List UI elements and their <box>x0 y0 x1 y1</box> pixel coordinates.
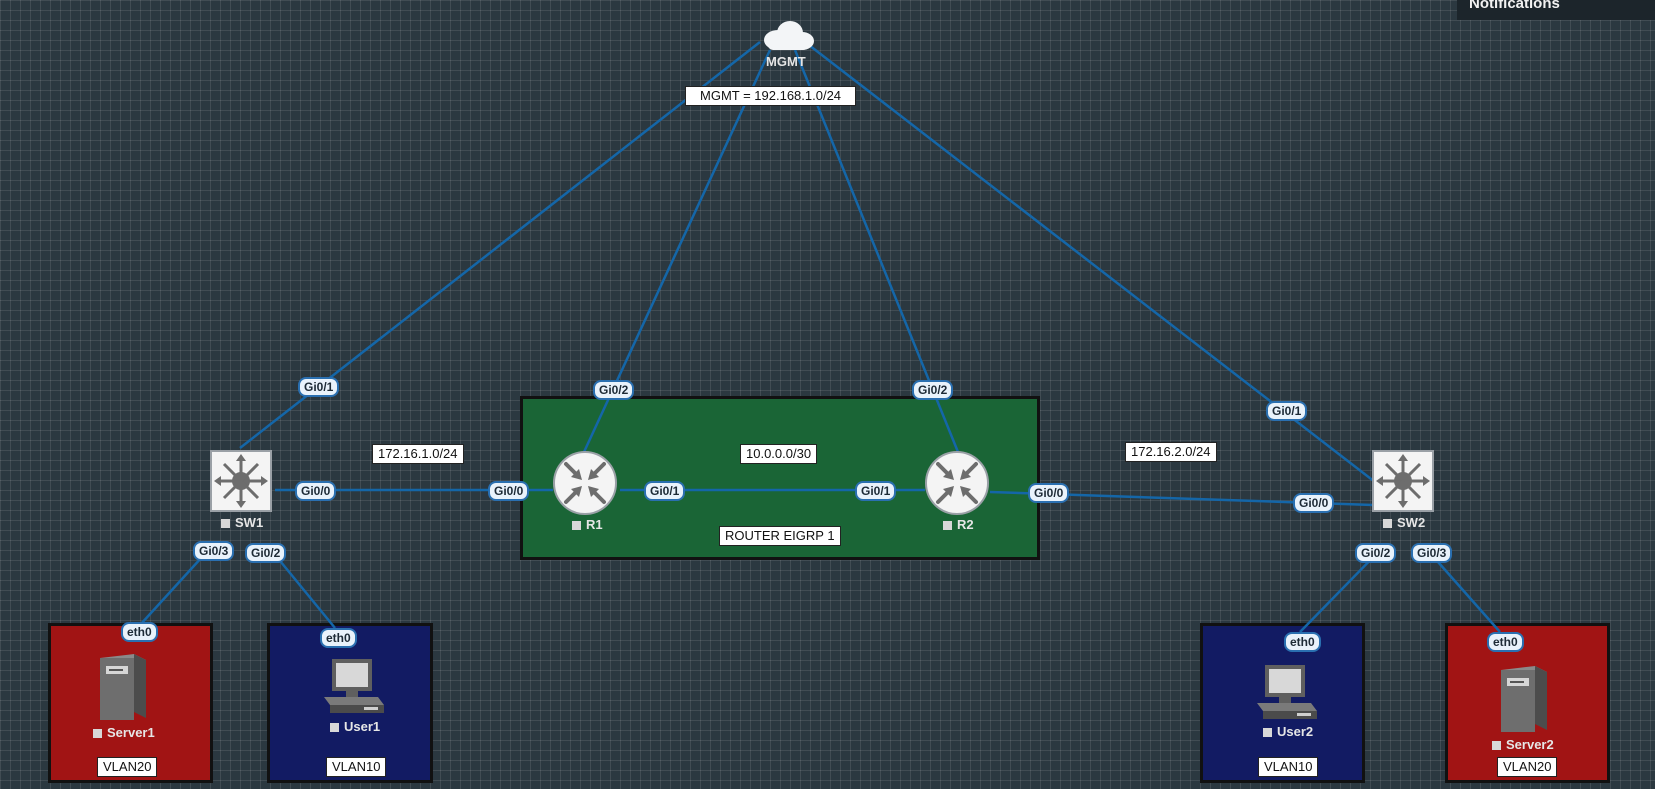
router-r1[interactable] <box>552 450 618 516</box>
port-sw1-gi0-0[interactable]: Gi0/0 <box>295 481 337 501</box>
switch-sw1[interactable] <box>210 450 272 512</box>
vlan-label-user1: VLAN10 <box>326 757 387 777</box>
pc-user2[interactable] <box>1253 663 1319 721</box>
user1-name: User1 <box>344 719 381 734</box>
port-r2-gi0-0[interactable]: Gi0/0 <box>1028 483 1070 503</box>
cloud-icon <box>764 21 814 50</box>
r2-label: R2 <box>943 517 974 532</box>
pc-user1[interactable] <box>320 657 386 715</box>
port-sw1-gi0-3[interactable]: Gi0/3 <box>193 541 235 561</box>
switch-icon <box>210 450 272 512</box>
switch-sw2[interactable] <box>1372 450 1434 512</box>
r1-r2-subnet-label: 10.0.0.0/30 <box>740 444 818 464</box>
server1-label: Server1 <box>93 725 155 740</box>
sw1-label: SW1 <box>221 515 263 530</box>
server2-name: Server2 <box>1506 737 1554 752</box>
r1-name: R1 <box>586 517 603 532</box>
sw1-name: SW1 <box>235 515 264 530</box>
mgmt-cloud[interactable] <box>758 18 816 54</box>
router-icon <box>553 451 617 515</box>
port-user2-eth0[interactable]: eth0 <box>1284 632 1321 652</box>
sw1-r1-subnet-label: 172.16.1.0/24 <box>372 444 464 464</box>
user2-name: User2 <box>1277 724 1314 739</box>
port-r1-gi0-2[interactable]: Gi0/2 <box>593 380 635 400</box>
r2-sw2-subnet-label: 172.16.2.0/24 <box>1125 442 1217 462</box>
computer-icon <box>324 659 384 713</box>
mgmt-subnet-label: MGMT = 192.168.1.0/24 <box>685 86 857 106</box>
port-r2-gi0-1[interactable]: Gi0/1 <box>855 481 897 501</box>
switch-icon <box>1372 450 1434 512</box>
mgmt-label: MGMT <box>766 54 806 69</box>
r1-label: R1 <box>572 517 603 532</box>
sw2-name: SW2 <box>1397 515 1426 530</box>
vlan-label-user2: VLAN10 <box>1258 757 1319 777</box>
port-r1-gi0-1[interactable]: Gi0/1 <box>644 481 686 501</box>
port-r2-gi0-2[interactable]: Gi0/2 <box>912 380 954 400</box>
port-sw2-gi0-2[interactable]: Gi0/2 <box>1355 543 1397 563</box>
port-sw2-gi0-0[interactable]: Gi0/0 <box>1293 493 1335 513</box>
port-user1-eth0[interactable]: eth0 <box>320 628 357 648</box>
port-server1-eth0[interactable]: eth0 <box>121 622 158 642</box>
port-server2-eth0[interactable]: eth0 <box>1487 632 1524 652</box>
server-server1[interactable] <box>98 650 148 722</box>
sw2-label: SW2 <box>1383 515 1425 530</box>
port-sw1-gi0-2[interactable]: Gi0/2 <box>245 543 287 563</box>
port-sw2-gi0-3[interactable]: Gi0/3 <box>1411 543 1453 563</box>
notifications-panel-header[interactable]: Notifications <box>1457 0 1655 20</box>
server1-name: Server1 <box>107 725 155 740</box>
port-sw1-gi0-1[interactable]: Gi0/1 <box>298 377 340 397</box>
r2-name: R2 <box>957 517 974 532</box>
port-sw2-gi0-1[interactable]: Gi0/1 <box>1266 401 1308 421</box>
router-r2[interactable] <box>924 450 990 516</box>
vlan-label-server2: VLAN20 <box>1497 757 1558 777</box>
port-r1-gi0-0[interactable]: Gi0/0 <box>488 481 530 501</box>
user2-label: User2 <box>1263 724 1313 739</box>
router-icon <box>925 451 989 515</box>
server-icon <box>100 654 146 720</box>
router-eigrp-label: ROUTER EIGRP 1 <box>719 526 841 546</box>
computer-icon <box>1257 665 1317 719</box>
server2-label: Server2 <box>1492 737 1554 752</box>
user1-label: User1 <box>330 719 380 734</box>
server-icon <box>1501 666 1547 732</box>
server-server2[interactable] <box>1499 662 1549 734</box>
vlan-label-server1: VLAN20 <box>97 757 158 777</box>
